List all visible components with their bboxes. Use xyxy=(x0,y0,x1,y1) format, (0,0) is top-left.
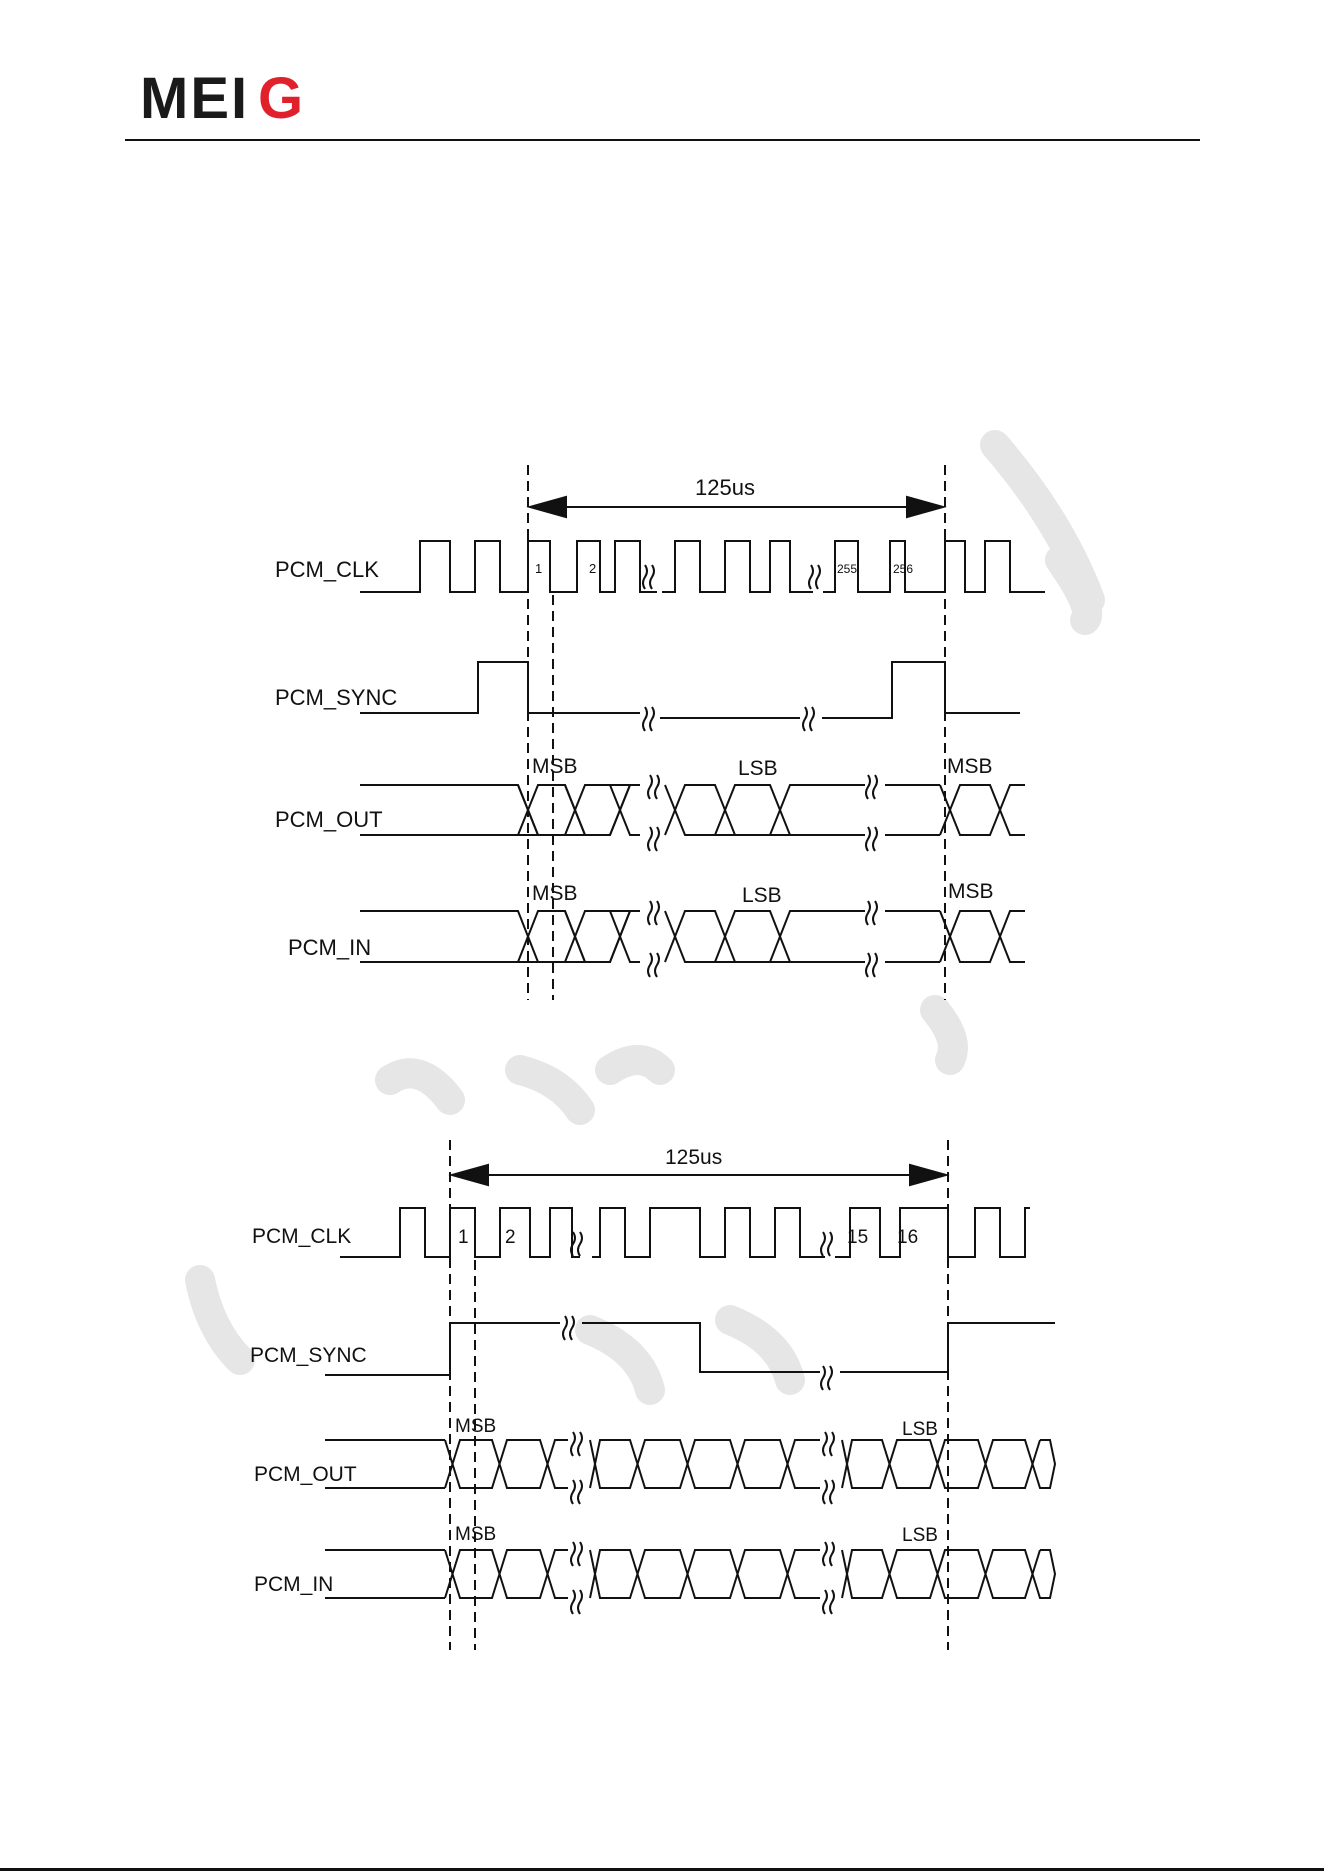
bit-label: MSB xyxy=(532,882,578,905)
signal-label-in: PCM_IN xyxy=(254,1573,333,1596)
bit-label: MSB xyxy=(455,1524,496,1545)
bit-label: MSB xyxy=(455,1416,496,1437)
signal-label-clk: PCM_CLK xyxy=(252,1225,351,1248)
signal-label-in: PCM_IN xyxy=(288,935,371,960)
clock-label: 16 xyxy=(897,1227,918,1248)
period-label: 125us xyxy=(665,1146,722,1169)
bit-label: LSB xyxy=(742,884,782,907)
meig-logo: MEI G xyxy=(140,66,320,126)
signal-label-clk: PCM_CLK xyxy=(275,557,379,582)
clock-label: 2 xyxy=(589,561,596,576)
header-divider xyxy=(125,139,1200,141)
clock-label: 256 xyxy=(893,562,913,576)
bit-label: LSB xyxy=(738,757,778,780)
clock-label: 255 xyxy=(837,562,857,576)
logo-text-g: G xyxy=(258,66,303,126)
clock-label: 2 xyxy=(505,1227,516,1248)
signal-label-out: PCM_OUT xyxy=(275,807,383,832)
signal-label-sync: PCM_SYNC xyxy=(250,1344,367,1367)
bit-label: MSB xyxy=(948,880,994,903)
logo-text-mei: MEI xyxy=(140,66,249,126)
clock-label: 1 xyxy=(535,561,542,576)
bit-label: LSB xyxy=(902,1525,938,1546)
clock-label: 15 xyxy=(847,1227,868,1248)
clock-label: 1 xyxy=(458,1227,469,1248)
pcm-timing-diagram-long-sync: 125us PCM_CLK PCM_SYNC PCM_OUT PCM_IN 1 … xyxy=(240,465,1120,1005)
signal-label-sync: PCM_SYNC xyxy=(275,685,397,710)
bit-label: MSB xyxy=(947,755,993,778)
bit-label: MSB xyxy=(532,755,578,778)
footer-divider xyxy=(0,1868,1324,1871)
pcm-timing-diagram-short-sync: 125us PCM_CLK PCM_SYNC PCM_OUT PCM_IN 1 … xyxy=(230,1130,1110,1660)
page-header: MEI G xyxy=(0,0,1324,150)
period-label: 125us xyxy=(695,475,755,500)
bit-label: LSB xyxy=(902,1419,938,1440)
signal-label-out: PCM_OUT xyxy=(254,1463,357,1486)
